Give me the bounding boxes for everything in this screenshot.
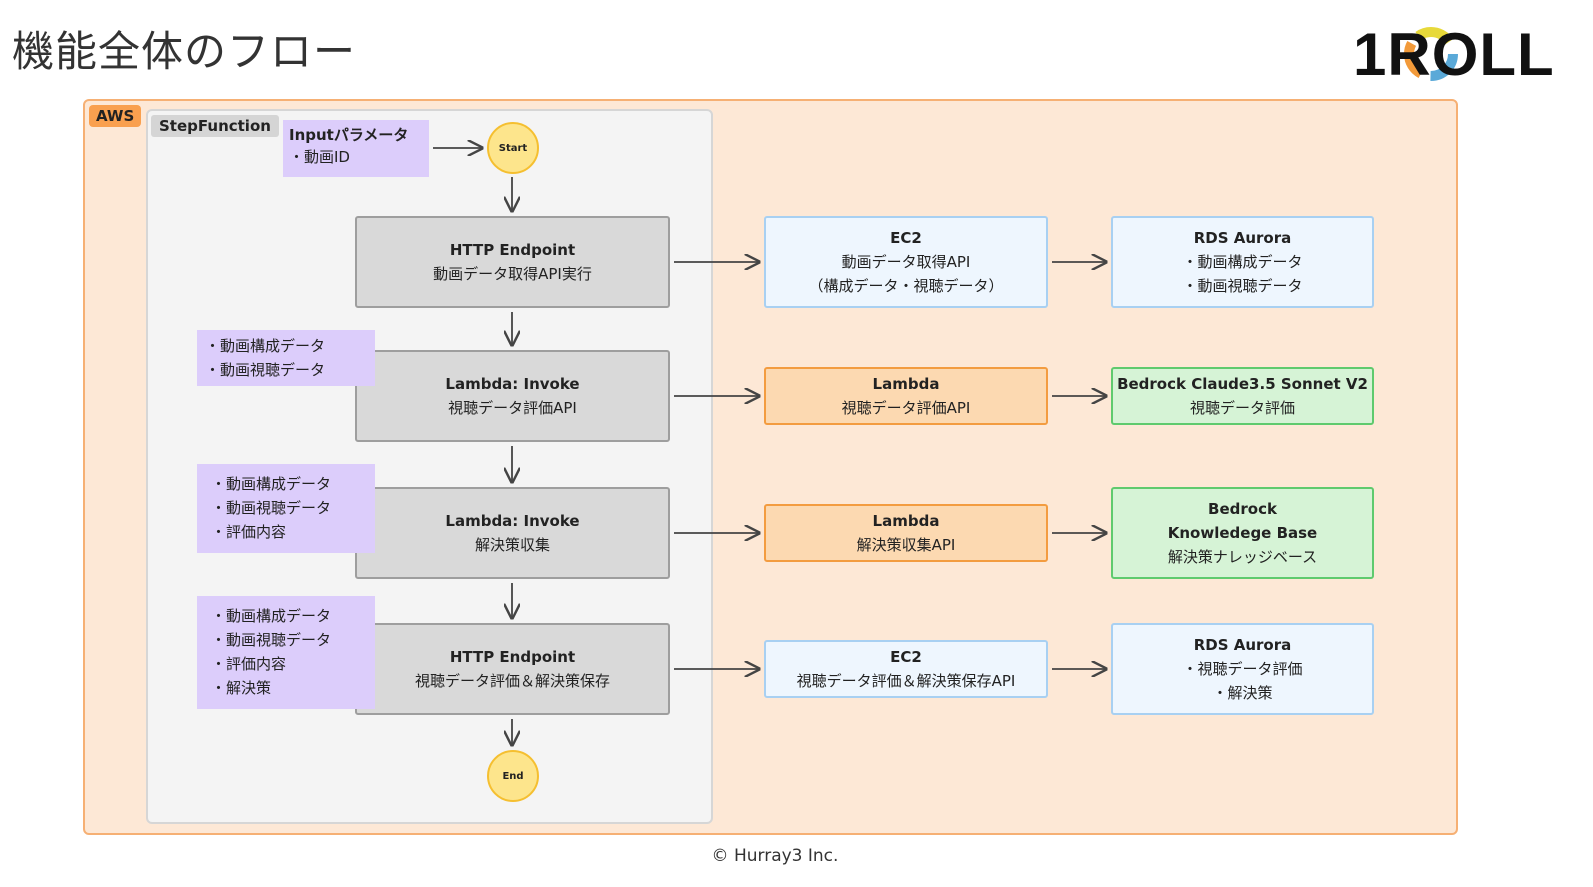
backend-line: Knowledege Base [1167, 524, 1318, 542]
service-title: EC2 [890, 229, 922, 247]
step-title: Lambda: Invoke [445, 375, 580, 393]
step-input-item: ・解決策 [211, 679, 272, 697]
aws-label: AWS [89, 105, 142, 127]
backend-line: ・動画構成データ [1182, 253, 1303, 271]
backend-title: RDS Aurora [1193, 229, 1292, 247]
step-input-item: ・評価内容 [211, 523, 287, 541]
step-subtitle: 視聴データ評価＆解決策保存 [414, 672, 610, 690]
step-input-item: ・評価内容 [211, 655, 287, 673]
step-input-note: ・動画構成データ ・動画視聴データ ・評価内容 ・解決策 [197, 596, 375, 709]
step-title: Lambda: Invoke [445, 512, 580, 530]
service-ec2-fetch: EC2 動画データ取得API （構成データ・視聴データ） [764, 216, 1048, 308]
step-title: HTTP Endpoint [449, 241, 576, 259]
service-line: 視聴データ評価＆解決策保存API [796, 672, 1016, 690]
logo-icon [1404, 27, 1458, 81]
step-http-endpoint-save: HTTP Endpoint 視聴データ評価＆解決策保存 [355, 623, 670, 715]
service-lambda-solutions: Lambda 解決策収集API [764, 504, 1048, 562]
input-parameter-item: ・動画ID [289, 148, 350, 166]
backend-line: ・解決策 [1212, 684, 1273, 702]
step-input-item: ・動画視聴データ [211, 631, 332, 649]
step-subtitle: 視聴データ評価API [448, 399, 577, 417]
start-label: Start [498, 142, 528, 154]
step-subtitle: 解決策収集 [474, 536, 550, 554]
step-input-item: ・動画構成データ [211, 607, 332, 625]
input-parameter-title: Inputパラメータ [289, 126, 409, 144]
step-lambda-solutions: Lambda: Invoke 解決策収集 [355, 487, 670, 579]
service-lambda-evaluate: Lambda 視聴データ評価API [764, 367, 1048, 425]
step-lambda-evaluate: Lambda: Invoke 視聴データ評価API [355, 350, 670, 442]
backend-title: Bedrock [1208, 500, 1277, 518]
backend-line: ・動画視聴データ [1182, 277, 1303, 295]
backend-rds-aurora-save: RDS Aurora ・視聴データ評価 ・解決策 [1111, 623, 1374, 715]
logo-text: 1ROLL [1353, 21, 1555, 88]
footer-copyright: © Hurray3 Inc. [711, 846, 839, 866]
backend-bedrock-knowledge-base: Bedrock Knowledege Base 解決策ナレッジベース [1111, 487, 1374, 579]
service-line: 動画データ取得API [841, 253, 971, 271]
service-title: Lambda [872, 375, 940, 393]
stepfunction-label: StepFunction [151, 115, 279, 137]
step-input-note: ・動画構成データ ・動画視聴データ [197, 330, 375, 386]
backend-bedrock-claude: Bedrock Claude3.5 Sonnet V2 視聴データ評価 [1111, 367, 1374, 425]
service-line: 解決策収集API [856, 536, 956, 554]
step-http-endpoint-fetch: HTTP Endpoint 動画データ取得API実行 [355, 216, 670, 308]
step-subtitle: 動画データ取得API実行 [433, 265, 592, 283]
end-node: End [487, 750, 539, 802]
service-title: EC2 [890, 648, 922, 666]
service-title: Lambda [872, 512, 940, 530]
service-ec2-save: EC2 視聴データ評価＆解決策保存API [764, 640, 1048, 698]
step-input-note: ・動画構成データ ・動画視聴データ ・評価内容 [197, 464, 375, 553]
backend-title: RDS Aurora [1193, 636, 1292, 654]
service-line: 視聴データ評価API [841, 399, 971, 417]
page-title: 機能全体のフロー [12, 27, 357, 76]
backend-title: Bedrock Claude3.5 Sonnet V2 [1117, 375, 1368, 393]
step-title: HTTP Endpoint [449, 648, 576, 666]
input-parameter-note: Inputパラメータ ・動画ID [283, 120, 429, 177]
step-input-item: ・動画構成データ [211, 475, 332, 493]
backend-line: ・視聴データ評価 [1182, 660, 1303, 678]
backend-rds-aurora-source: RDS Aurora ・動画構成データ ・動画視聴データ [1111, 216, 1374, 308]
step-input-item: ・動画視聴データ [211, 499, 332, 517]
service-line: （構成データ・視聴データ） [808, 277, 1004, 295]
end-label: End [502, 770, 524, 782]
backend-line: 視聴データ評価 [1189, 399, 1295, 417]
backend-line: 解決策ナレッジベース [1167, 548, 1318, 566]
start-node: Start [487, 122, 539, 174]
step-input-item: ・動画構成データ [205, 337, 326, 355]
step-input-item: ・動画視聴データ [205, 361, 326, 379]
